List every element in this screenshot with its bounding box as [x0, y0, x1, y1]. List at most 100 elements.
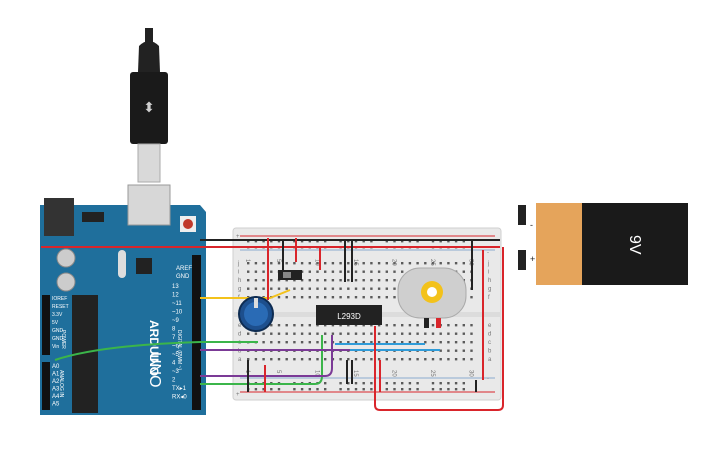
- breadboard-hole[interactable]: [300, 240, 304, 243]
- breadboard-hole[interactable]: [285, 332, 288, 335]
- breadboard-hole[interactable]: [393, 324, 396, 327]
- breadboard-hole[interactable]: [316, 279, 319, 282]
- breadboard-hole[interactable]: [447, 324, 450, 327]
- breadboard-hole[interactable]: [408, 332, 412, 335]
- breadboard-hole[interactable]: [277, 324, 281, 327]
- breadboard-hole[interactable]: [454, 349, 458, 352]
- breadboard-hole[interactable]: [262, 341, 265, 344]
- breadboard-hole[interactable]: [385, 296, 388, 299]
- breadboard-hole[interactable]: [354, 240, 358, 243]
- breadboard-hole[interactable]: [262, 262, 265, 265]
- breadboard-hole[interactable]: [424, 332, 427, 335]
- breadboard-hole[interactable]: [431, 262, 435, 265]
- breadboard-hole[interactable]: [339, 296, 342, 299]
- breadboard-hole[interactable]: [339, 388, 342, 391]
- breadboard-hole[interactable]: [447, 262, 450, 265]
- breadboard-hole[interactable]: [362, 270, 365, 273]
- breadboard-hole[interactable]: [324, 262, 327, 265]
- breadboard-hole[interactable]: [362, 296, 365, 299]
- breadboard-hole[interactable]: [377, 296, 381, 299]
- breadboard-hole[interactable]: [254, 332, 258, 335]
- breadboard-hole[interactable]: [316, 240, 319, 243]
- breadboard-hole[interactable]: [454, 382, 458, 385]
- breadboard-hole[interactable]: [385, 388, 388, 391]
- breadboard-hole[interactable]: [339, 270, 342, 273]
- breadboard-hole[interactable]: [262, 279, 265, 282]
- breadboard-hole[interactable]: [262, 358, 265, 361]
- breadboard-hole[interactable]: [462, 240, 465, 243]
- breadboard-hole[interactable]: [324, 270, 327, 273]
- breadboard-hole[interactable]: [316, 388, 319, 391]
- breadboard-hole[interactable]: [370, 332, 373, 335]
- usb-cable-icon[interactable]: ⬍: [130, 28, 168, 183]
- breadboard-hole[interactable]: [431, 324, 435, 327]
- breadboard-hole[interactable]: [247, 279, 250, 282]
- breadboard-hole[interactable]: [393, 262, 396, 265]
- breadboard-hole[interactable]: [377, 270, 381, 273]
- breadboard-hole[interactable]: [439, 382, 442, 385]
- breadboard-hole[interactable]: [316, 287, 319, 290]
- breadboard-hole[interactable]: [454, 358, 458, 361]
- breadboard-hole[interactable]: [370, 287, 373, 290]
- breadboard-hole[interactable]: [277, 341, 281, 344]
- breadboard-hole[interactable]: [293, 262, 296, 265]
- breadboard-hole[interactable]: [385, 358, 388, 361]
- breadboard-hole[interactable]: [339, 341, 342, 344]
- breadboard-hole[interactable]: [408, 382, 412, 385]
- breadboard-hole[interactable]: [408, 324, 412, 327]
- breadboard-hole[interactable]: [424, 341, 427, 344]
- breadboard-hole[interactable]: [401, 262, 404, 265]
- breadboard-hole[interactable]: [370, 324, 373, 327]
- breadboard-hole[interactable]: [385, 262, 388, 265]
- breadboard-hole[interactable]: [247, 358, 250, 361]
- breadboard-hole[interactable]: [362, 382, 365, 385]
- breadboard-hole[interactable]: [277, 388, 281, 391]
- breadboard-hole[interactable]: [454, 262, 458, 265]
- breadboard-hole[interactable]: [462, 270, 465, 273]
- breadboard-hole[interactable]: [447, 388, 450, 391]
- breadboard-hole[interactable]: [254, 270, 258, 273]
- breadboard-hole[interactable]: [439, 332, 442, 335]
- breadboard-hole[interactable]: [316, 324, 319, 327]
- breadboard-hole[interactable]: [308, 332, 311, 335]
- breadboard-hole[interactable]: [393, 382, 396, 385]
- breadboard-hole[interactable]: [462, 358, 465, 361]
- breadboard-hole[interactable]: [377, 287, 381, 290]
- breadboard-hole[interactable]: [354, 287, 358, 290]
- breadboard-hole[interactable]: [339, 358, 342, 361]
- breadboard-hole[interactable]: [416, 324, 419, 327]
- breadboard-hole[interactable]: [431, 358, 435, 361]
- breadboard-hole[interactable]: [439, 349, 442, 352]
- breadboard-hole[interactable]: [439, 341, 442, 344]
- breadboard-hole[interactable]: [300, 388, 304, 391]
- breadboard-hole[interactable]: [362, 341, 365, 344]
- breadboard-hole[interactable]: [393, 358, 396, 361]
- breadboard-hole[interactable]: [362, 279, 365, 282]
- breadboard-hole[interactable]: [454, 240, 458, 243]
- battery-icon[interactable]: - + 9V: [518, 203, 688, 285]
- breadboard-hole[interactable]: [300, 296, 304, 299]
- breadboard-hole[interactable]: [339, 324, 342, 327]
- breadboard-hole[interactable]: [377, 341, 381, 344]
- breadboard-hole[interactable]: [362, 324, 365, 327]
- ic-chip[interactable]: L293D: [316, 305, 382, 325]
- breadboard-hole[interactable]: [277, 332, 281, 335]
- breadboard-hole[interactable]: [370, 382, 373, 385]
- breadboard-hole[interactable]: [300, 279, 304, 282]
- breadboard-hole[interactable]: [377, 279, 381, 282]
- breadboard-hole[interactable]: [393, 388, 396, 391]
- breadboard-hole[interactable]: [277, 358, 281, 361]
- breadboard-hole[interactable]: [293, 341, 296, 344]
- potentiometer-icon[interactable]: [238, 296, 274, 332]
- breadboard-hole[interactable]: [347, 279, 350, 282]
- breadboard-hole[interactable]: [254, 388, 258, 391]
- breadboard-hole[interactable]: [308, 270, 311, 273]
- breadboard-hole[interactable]: [331, 287, 335, 290]
- breadboard-hole[interactable]: [454, 324, 458, 327]
- breadboard-hole[interactable]: [377, 332, 381, 335]
- breadboard-hole[interactable]: [370, 240, 373, 243]
- breadboard-hole[interactable]: [324, 287, 327, 290]
- breadboard-hole[interactable]: [316, 296, 319, 299]
- breadboard-hole[interactable]: [300, 324, 304, 327]
- breadboard-hole[interactable]: [416, 341, 419, 344]
